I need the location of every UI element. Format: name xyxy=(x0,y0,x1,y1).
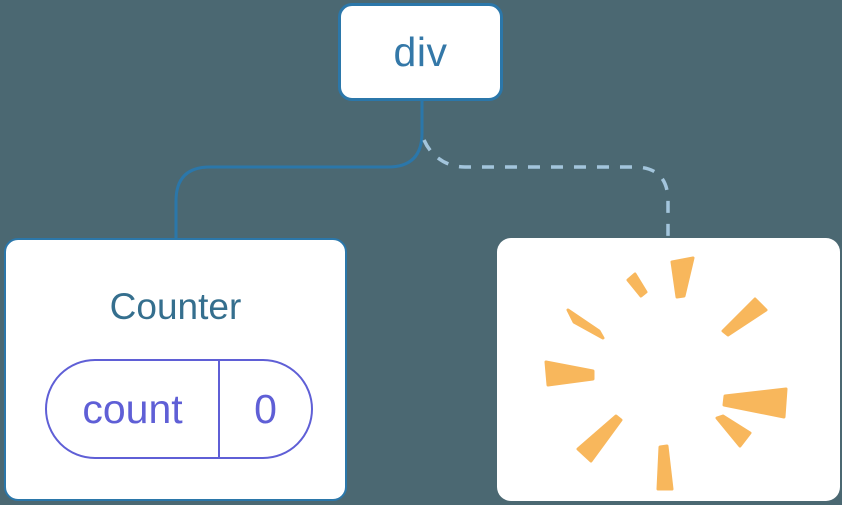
counter-component-card: Counter count 0 xyxy=(4,238,347,501)
component-title: Counter xyxy=(109,286,242,327)
solid-edge xyxy=(174,101,424,240)
poof-icon xyxy=(544,256,788,491)
dashed-edge xyxy=(422,139,670,240)
state-value: 0 xyxy=(218,361,311,457)
tree-node-div-label: div xyxy=(393,28,448,75)
state-key: count xyxy=(82,385,183,432)
tree-node-div: div xyxy=(338,3,503,101)
state-pill: count 0 xyxy=(45,359,313,459)
destroyed-component-card xyxy=(497,238,840,501)
